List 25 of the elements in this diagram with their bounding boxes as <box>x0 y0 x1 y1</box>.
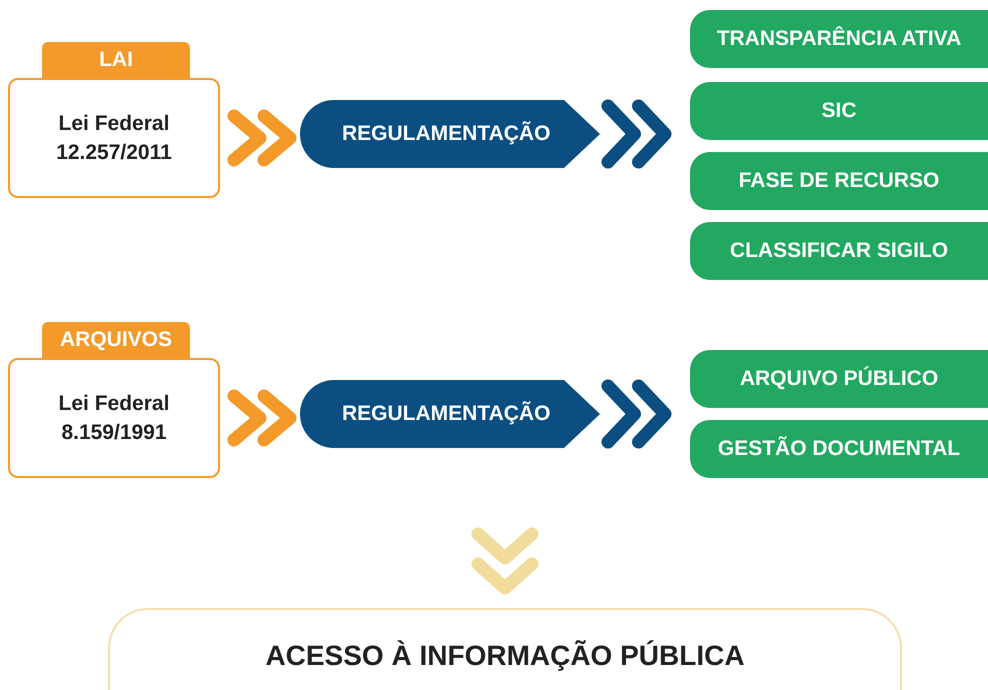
chevron-arrow <box>602 100 672 168</box>
chevron-arrow <box>228 390 296 446</box>
result-label: ACESSO À INFORMAÇÃO PÚBLICA <box>265 640 745 673</box>
topic-tag <box>690 222 988 280</box>
tag-label: TRANSPARÊNCIA ATIVA <box>716 27 962 51</box>
result-box <box>108 608 902 690</box>
chevron-arrow <box>228 110 296 166</box>
topic-tag <box>690 82 988 140</box>
tag-label: FASE DE RECURSO <box>738 169 940 193</box>
tag-label: ARQUIVO PÚBLICO <box>740 367 938 391</box>
topic-tag <box>690 420 988 478</box>
card-tab: LAI <box>42 42 190 78</box>
tag-label: CLASSIFICAR SIGILO <box>730 239 948 263</box>
banner-label: REGULAMENTAÇÃO <box>342 122 550 146</box>
tag-label: GESTÃO DOCUMENTAL <box>718 437 960 461</box>
chevron-arrow <box>472 528 538 594</box>
topic-tag <box>690 152 988 210</box>
banner-label: REGULAMENTAÇÃO <box>342 402 550 426</box>
chevron-arrow <box>602 380 672 448</box>
topic-tag <box>690 350 988 408</box>
law-text: Lei Federal 12.257/2011 <box>55 110 173 166</box>
card-tab: ARQUIVOS <box>42 322 190 358</box>
law-text: Lei Federal 8.159/1991 <box>58 390 170 446</box>
tag-label: SIC <box>821 99 856 123</box>
topic-tag <box>690 10 988 68</box>
